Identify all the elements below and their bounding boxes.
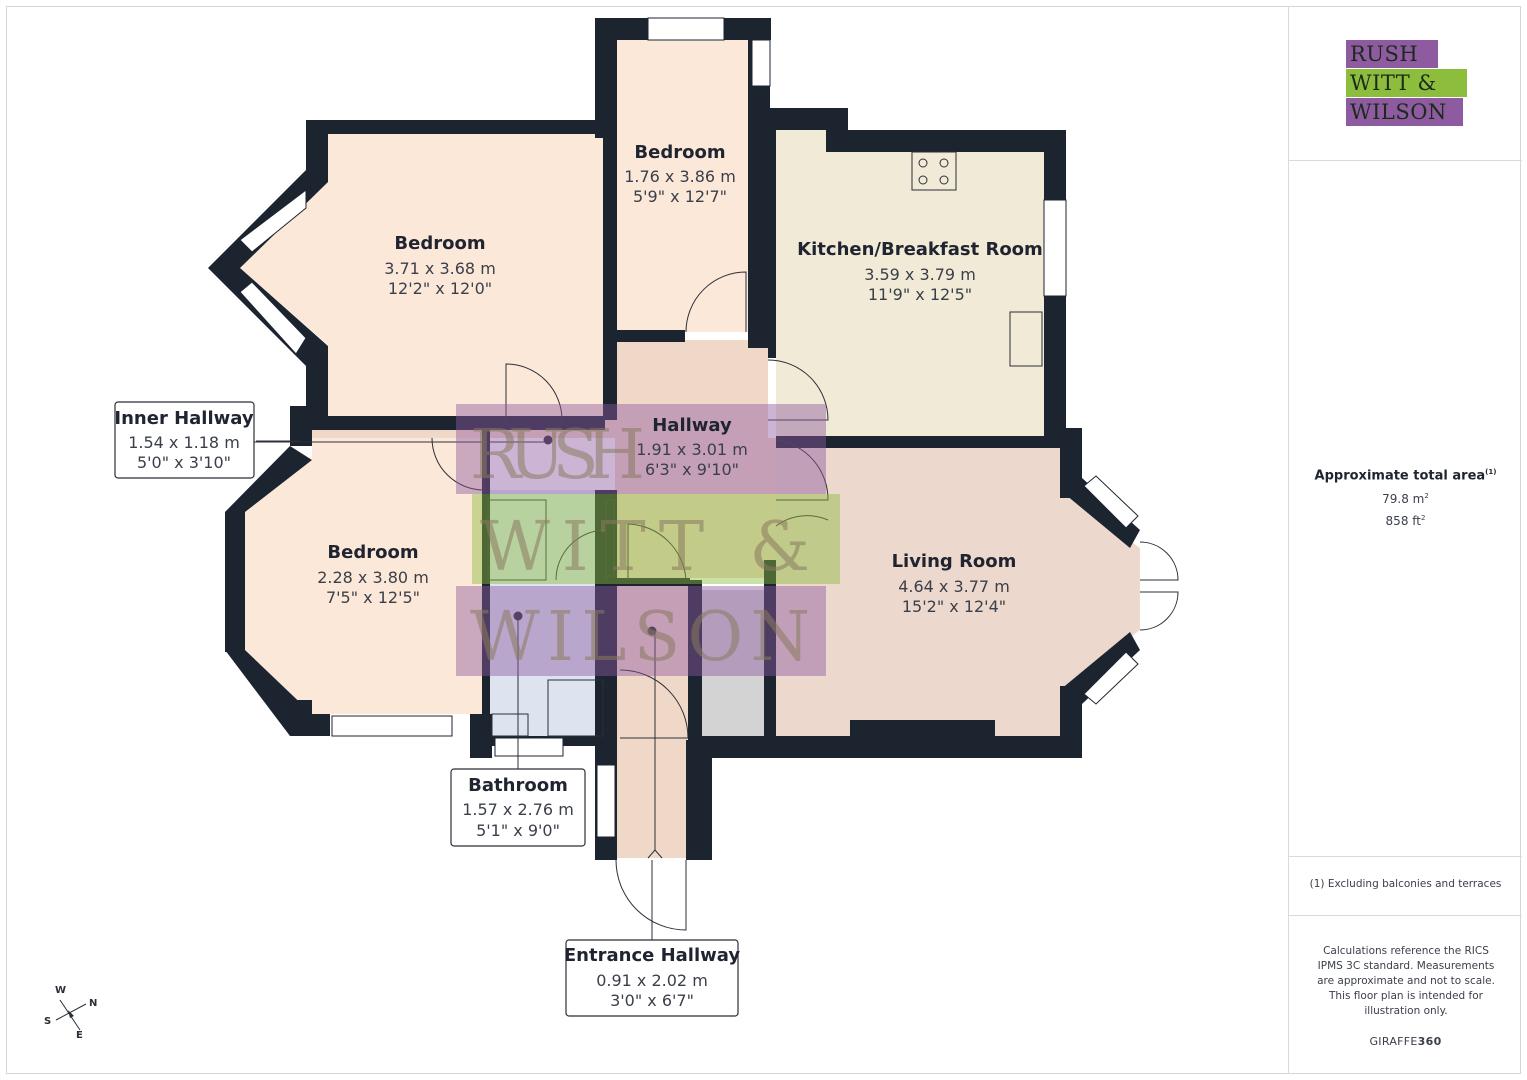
room-name-living: Living Room xyxy=(892,551,1017,572)
room-name-kitchen: Kitchen/Breakfast Room xyxy=(797,239,1043,260)
compass-e: E xyxy=(76,1030,83,1041)
area-m2-value: 79.8 m xyxy=(1382,492,1425,506)
room-name-bedroom-top: Bedroom xyxy=(634,142,725,163)
callout-box-entrance-hallway xyxy=(565,939,739,1017)
logo-line-1: RUSH xyxy=(1346,40,1438,68)
room-metric-hallway: 1.91 x 3.01 m xyxy=(636,440,748,459)
hallway-fill xyxy=(615,340,776,578)
fixtures xyxy=(252,151,1043,770)
room-metric-living: 4.64 x 3.77 m xyxy=(898,577,1010,596)
brand-text-a: GIRAFFE xyxy=(1369,1035,1418,1048)
area-ft2-value: 858 ft xyxy=(1385,514,1421,528)
area-m2: 79.8 m2 xyxy=(1289,492,1522,506)
room-imperial-living: 15'2" x 12'4" xyxy=(902,597,1006,616)
callout-metric-inner-hallway: 1.54 x 1.18 m xyxy=(128,433,240,452)
room-imperial-kitchen: 11'9" x 12'5" xyxy=(868,285,972,304)
sink xyxy=(1009,311,1043,367)
area-title: Approximate total area(1) xyxy=(1289,468,1522,483)
room-metric-bedroom-left: 3.71 x 3.68 m xyxy=(384,259,496,278)
info-sidebar: RUSH WITT & WILSON Approximate total are… xyxy=(1288,6,1522,1074)
callout-name-inner-hallway: Inner Hallway xyxy=(114,408,253,429)
area-m2-sup: 2 xyxy=(1424,492,1429,500)
washbasin xyxy=(491,713,529,737)
room-name-bedroom-lower: Bedroom xyxy=(327,542,418,563)
room-labels: Bedroom 3.71 x 3.68 m 12'2" x 12'0" Bedr… xyxy=(317,142,1043,616)
logo-line-2: WITT & xyxy=(1346,69,1467,97)
brand-text-b: 360 xyxy=(1417,1035,1442,1048)
logo-section: RUSH WITT & WILSON xyxy=(1289,6,1522,161)
bathroom-fill xyxy=(482,490,605,738)
room-imperial-hallway: 6'3" x 9'10" xyxy=(645,460,739,479)
callout-metric-entrance-hallway: 0.91 x 2.02 m xyxy=(596,971,708,990)
walls xyxy=(208,18,1140,860)
watermark: RUSH WITT & WILSON xyxy=(456,404,840,677)
kitchen-fill xyxy=(776,130,1044,438)
callout-name-entrance-hallway: Entrance Hallway xyxy=(564,945,740,966)
watermark-line-3: WILSON xyxy=(470,598,810,677)
calculation-note: Calculations reference the RICS IPMS 3C … xyxy=(1317,945,1495,1017)
callout-metric-bathroom: 1.57 x 2.76 m xyxy=(462,800,574,819)
watermark-line-2: WITT & xyxy=(480,508,810,587)
callouts: Inner Hallway 1.54 x 1.18 m 5'0" x 3'10"… xyxy=(114,401,740,1017)
room-name-bedroom-left: Bedroom xyxy=(394,233,485,254)
area-ft2-sup: 2 xyxy=(1420,514,1426,522)
bedroom-lower-fill xyxy=(245,438,482,714)
doors xyxy=(431,271,1179,931)
compass-icon: W N S E xyxy=(44,985,97,1041)
bedroom-left-fill xyxy=(240,133,605,418)
room-imperial-bedroom-lower: 7'5" x 12'5" xyxy=(326,588,420,607)
bath xyxy=(547,679,604,737)
compass-s: S xyxy=(44,1016,51,1027)
living-room-fill xyxy=(776,448,1140,738)
room-metric-bedroom-lower: 2.28 x 3.80 m xyxy=(317,568,429,587)
logo-line-3: WILSON xyxy=(1346,98,1463,126)
windows xyxy=(239,17,1139,838)
callout-box-inner-hallway xyxy=(114,401,255,479)
callout-imperial-inner-hallway: 5'0" x 3'10" xyxy=(137,453,231,472)
callout-imperial-entrance-hallway: 3'0" x 6'7" xyxy=(610,991,694,1010)
room-name-hallway: Hallway xyxy=(652,415,732,436)
page-frame xyxy=(6,6,1521,1074)
compass-n: N xyxy=(89,998,97,1009)
bedroom-top-fill xyxy=(615,40,748,332)
exclusion-note: (1) Excluding balconies and terraces xyxy=(1309,878,1502,890)
area-title-note: (1) xyxy=(1485,468,1497,476)
callout-name-bathroom: Bathroom xyxy=(468,775,568,796)
room-imperial-bedroom-left: 12'2" x 12'0" xyxy=(388,279,492,298)
area-title-text: Approximate total area xyxy=(1314,468,1486,484)
area-ft2: 858 ft2 xyxy=(1289,514,1522,528)
callout-imperial-bathroom: 5'1" x 9'0" xyxy=(476,821,560,840)
brand-logo: RUSH WITT & WILSON xyxy=(1346,40,1467,126)
room-metric-kitchen: 3.59 x 3.79 m xyxy=(864,265,976,284)
storage-fill xyxy=(700,590,764,736)
watermark-line-1: RUSH xyxy=(470,416,645,495)
giraffe360-brand: GIRAFFE360 xyxy=(1289,1035,1522,1048)
callout-box-bathroom xyxy=(450,768,586,847)
hob xyxy=(911,151,957,191)
entrance-hallway-fill xyxy=(615,578,689,858)
compass-w: W xyxy=(55,985,66,996)
room-metric-bedroom-top: 1.76 x 3.86 m xyxy=(624,167,736,186)
room-imperial-bedroom-top: 5'9" x 12'7" xyxy=(633,187,727,206)
